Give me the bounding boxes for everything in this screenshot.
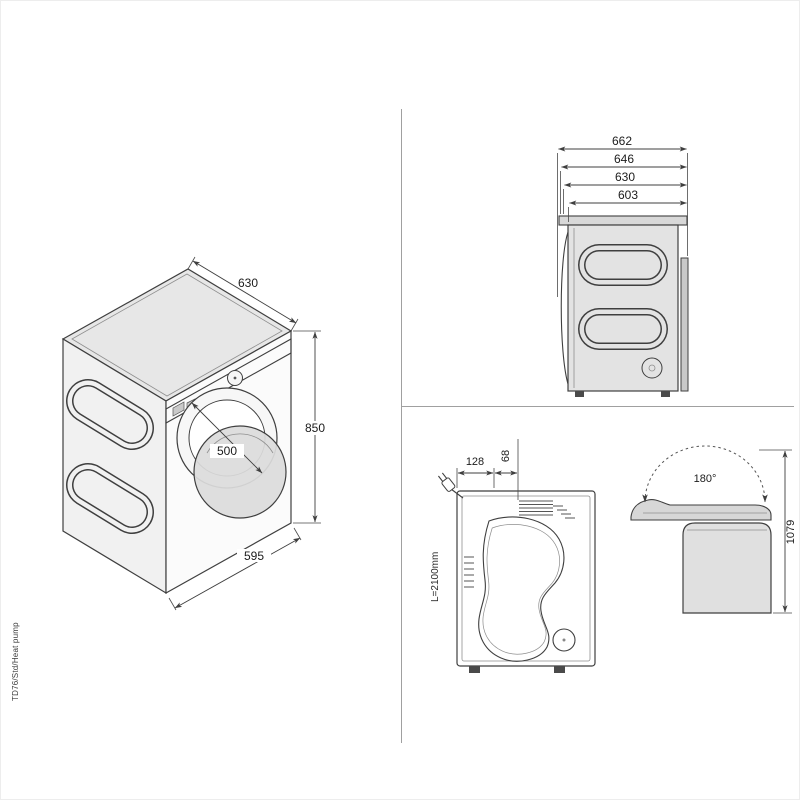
dim-662-depth: 662 [557, 134, 688, 297]
power-plug-icon [437, 472, 456, 492]
open-door-disc [193, 425, 287, 519]
side-service-cap-inner [648, 364, 656, 372]
dim-label-850-height: 850 [305, 421, 325, 435]
dim-label-630-top: 630 [238, 276, 258, 290]
dim-500-door: 500 [191, 402, 263, 474]
lid-rotation-arc [642, 445, 768, 503]
dim-630-top: 630 [187, 256, 299, 332]
dim-label-1079: 1079 [785, 520, 797, 544]
display-window [172, 401, 185, 417]
dim-label-595-width: 595 [244, 549, 264, 563]
rear-spacer [680, 257, 689, 392]
dim-68-offset: 68 [494, 439, 519, 500]
stepped-vent-slots [553, 505, 575, 519]
dim-603-depth: 603 [568, 188, 687, 222]
side-view-machine [558, 215, 689, 397]
foot-back [661, 391, 670, 397]
door-bulge [560, 231, 569, 385]
back-foot-right [554, 666, 565, 673]
dim-label-128: 128 [466, 456, 484, 468]
dim-label-646: 646 [614, 152, 634, 166]
heat-pump-outline [478, 516, 565, 662]
cord-length-label: L=2100mm [430, 552, 441, 602]
dryer-body-profile [682, 522, 772, 614]
back-panel [456, 490, 596, 667]
dim-850-height: 850 [293, 330, 330, 524]
side-service-cap [641, 357, 663, 379]
dim-646-depth: 646 [560, 152, 687, 214]
open-lid-profile [630, 499, 772, 521]
back-service-cap-dot [562, 638, 566, 642]
dim-label-500-door: 500 [217, 444, 237, 458]
dim-630-depth: 630 [563, 170, 687, 214]
lid-opening-view: 180° 1079 [630, 445, 797, 614]
back-view: L=2100mm 128 68 [430, 439, 596, 673]
panel-dividers [401, 109, 794, 743]
back-foot-left [469, 666, 480, 673]
power-cord: L=2100mm [430, 472, 464, 602]
foot-front [575, 391, 584, 397]
dim-label-630: 630 [615, 170, 635, 184]
side-embossed-ovals [66, 379, 154, 534]
dim-595-width: 595 [168, 527, 302, 611]
left-vent-slots [464, 556, 474, 588]
worktop-lid [558, 215, 688, 226]
top-vent-slots [519, 500, 553, 516]
dim-128-offset: 128 [456, 456, 495, 488]
opening-angle-label: 180° [694, 473, 717, 485]
top-face-inner-line [71, 273, 283, 397]
side-view: 662 646 630 603 [557, 134, 689, 397]
program-knob-center [233, 376, 237, 380]
dim-label-662: 662 [612, 134, 632, 148]
dim-label-603: 603 [618, 188, 638, 202]
dim-label-68: 68 [500, 450, 512, 462]
model-label: TD76/Std/Heat pump [11, 622, 20, 701]
dim-1079-height: 1079 [759, 449, 797, 614]
back-panel-inner [461, 495, 591, 662]
isometric-view: 630 850 500 595 [61, 256, 330, 611]
